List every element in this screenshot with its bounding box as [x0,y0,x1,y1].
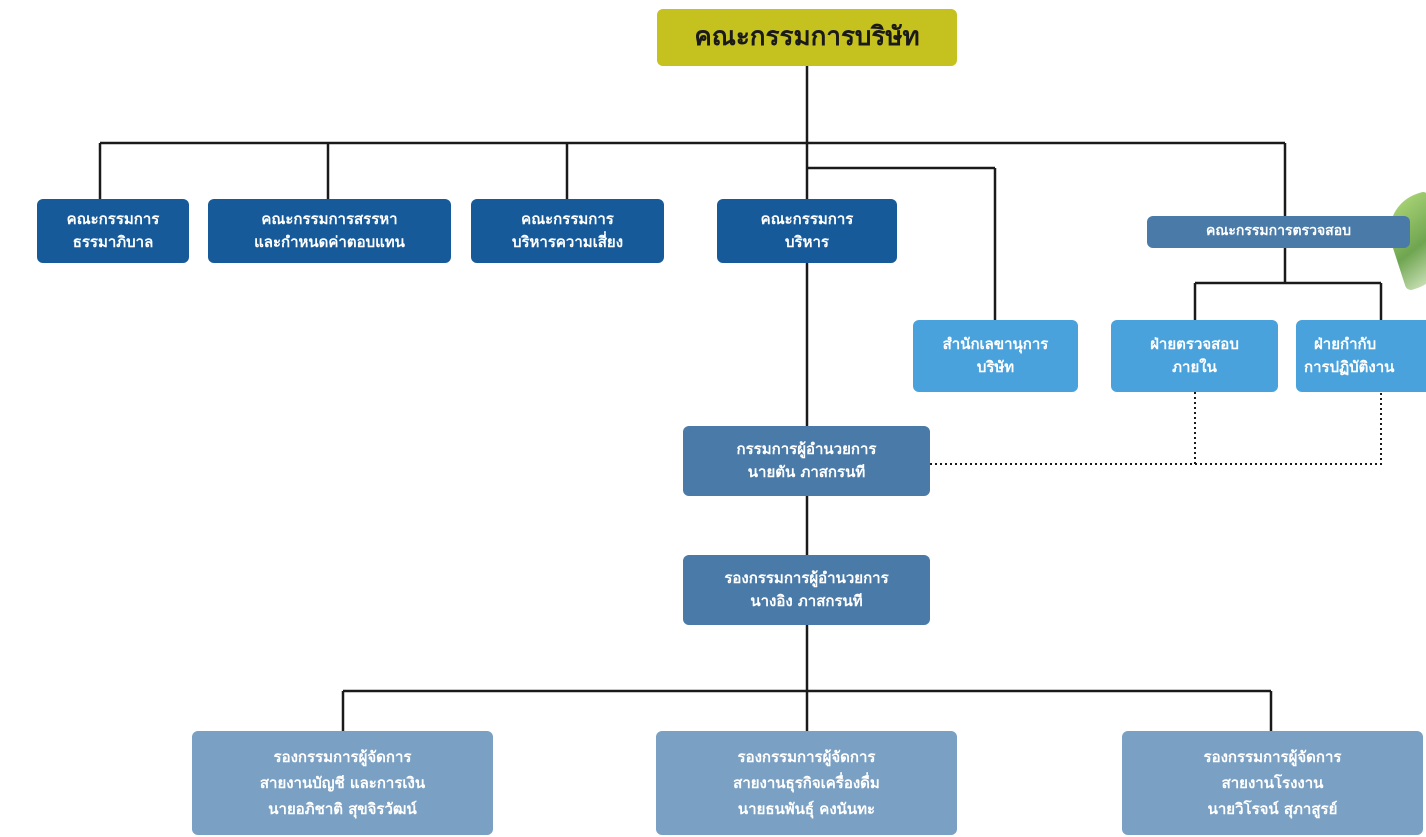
company-secretary: สำนักเลขานุการ บริษัท [913,320,1078,392]
internal-audit-line1: ฝ่ายตรวจสอบ [1150,334,1239,353]
compliance-line1: ฝ่ายกำกับ [1314,334,1377,353]
board-title: คณะกรรมการบริษัท [694,22,920,53]
risk-line1: คณะกรรมการ [521,209,614,228]
deputy-md-line2: นางอิง ภาสกรนที [750,592,863,610]
vp-title: รองกรรมการผู้จัดการ [273,747,412,766]
deputy-managing-director: รองกรรมการผู้อำนวยการ นางอิง ภาสกรนที [683,555,930,625]
dotted-reporting-lines [930,392,1382,465]
managing-director: กรรมการผู้อำนวยการ นายตัน ภาสกรนที [683,426,930,496]
vp-person: นายวิโรจน์ สุภาสูรย์ [1207,800,1338,819]
nomination-line2: และกำหนดค่าตอบแทน [254,233,405,251]
vp-accounting-finance: รองกรรมการผู้จัดการ สายงานบัญชี และการเง… [192,731,493,835]
compliance-line2: การปฏิบัติงาน [1304,358,1395,376]
deputy-md-line1: รองกรรมการผู้อำนวยการ [724,568,889,587]
nomination-committee: คณะกรรมการสรรหา และกำหนดค่าตอบแทน [208,199,451,263]
secretary-line2: บริษัท [976,358,1015,376]
internal-audit: ฝ่ายตรวจสอบ ภายใน [1111,320,1278,392]
vp-division: สายงานโรงงาน [1221,773,1324,792]
md-line1: กรรมการผู้อำนวยการ [736,439,877,458]
vp-person: นายธนพันธุ์ คงนันทะ [737,800,876,819]
secretary-line1: สำนักเลขานุการ [942,334,1049,353]
executive-committee: คณะกรรมการ บริหาร [717,199,897,263]
vp-person: นายอภิชาติ สุขจิรวัฒน์ [268,800,417,819]
compliance-unit: ฝ่ายกำกับ การปฏิบัติงาน [1296,320,1426,392]
vp-title: รองกรรมการผู้จัดการ [737,747,876,766]
executive-line1: คณะกรรมการ [760,209,854,228]
internal-audit-line2: ภายใน [1172,358,1217,376]
md-line2: นายตัน ภาสกรนที [747,463,866,481]
vp-division: สายงานธุรกิจเครื่องดื่ม [733,773,880,792]
executive-line2: บริหาร [785,233,829,251]
governance-committee: คณะกรรมการ ธรรมาภิบาล [37,199,189,263]
risk-committee: คณะกรรมการ บริหารความเสี่ยง [471,199,664,263]
vp-beverage-business: รองกรรมการผู้จัดการ สายงานธุรกิจเครื่องด… [656,731,957,835]
board-of-directors: คณะกรรมการบริษัท [657,9,957,66]
vp-title: รองกรรมการผู้จัดการ [1203,747,1342,766]
governance-line2: ธรรมาภิบาล [72,233,154,251]
audit-line1: คณะกรรมการตรวจสอบ [1206,223,1351,240]
vp-factory: รองกรรมการผู้จัดการ สายงานโรงงาน นายวิโร… [1122,731,1423,835]
governance-line1: คณะกรรมการ [66,209,160,228]
audit-committee: คณะกรรมการตรวจสอบ [1147,216,1410,248]
vp-division: สายงานบัญชี และการเงิน [259,773,426,792]
risk-line2: บริหารความเสี่ยง [511,233,624,251]
nomination-line1: คณะกรรมการสรรหา [261,209,398,228]
